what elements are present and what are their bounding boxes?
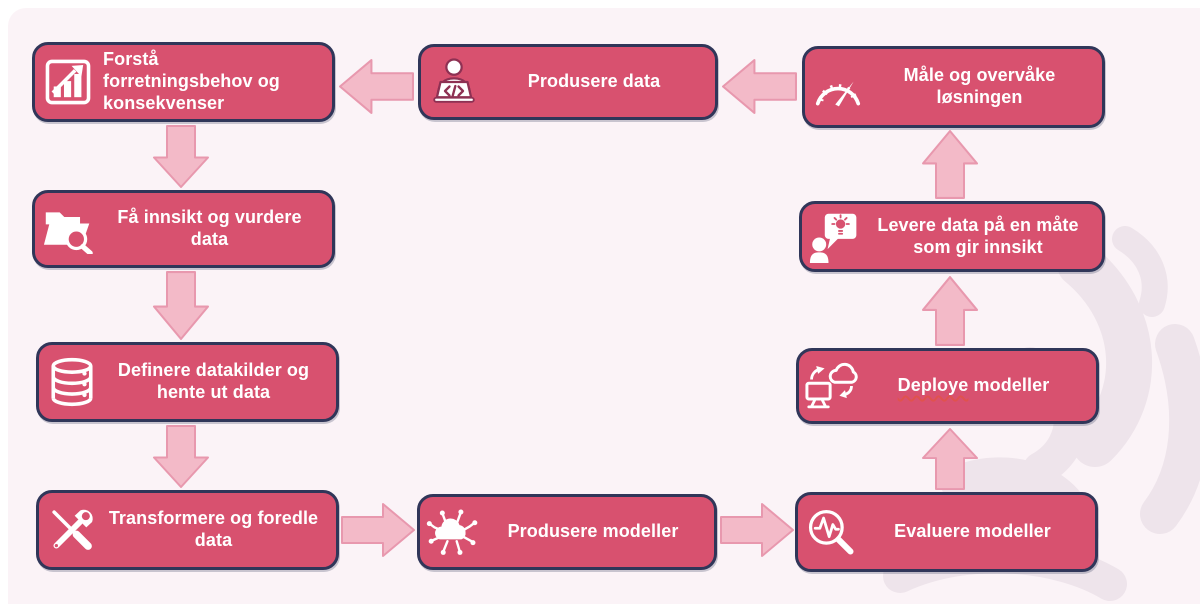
flow-arrow-down-2 <box>152 271 210 340</box>
flow-arrow-down-1 <box>152 125 210 188</box>
cloud-deploy-icon <box>799 360 865 412</box>
folder-search-icon <box>35 204 101 254</box>
flow-arrow-up-1 <box>921 428 979 490</box>
flow-box-label: Transformere og foredle data <box>108 508 319 550</box>
flow-box-label: Definere datakilder og hente ut data <box>117 360 310 402</box>
flow-box-label: Få innsikt og vurdere data <box>117 207 302 249</box>
flow-box-levere-data: Levere data på en måte som gir innsikt <box>799 201 1105 272</box>
ml-network-icon <box>420 506 486 558</box>
flow-box-transformere: Transformere og foredle data <box>36 490 339 570</box>
flow-box-label: Produsere data <box>527 71 661 92</box>
magnifier-pulse-icon <box>798 506 864 558</box>
misspelled-word: Deploye <box>897 375 969 396</box>
flow-box-forsta: Forstå forretningsbehov og konsekvenser <box>32 42 335 122</box>
flow-arrow-right-2 <box>720 502 794 558</box>
flow-box-male-overvake: Måle og overvåke løsningen <box>802 46 1105 128</box>
flow-box-label: Måle og overvåke løsningen <box>903 65 1056 107</box>
flow-arrow-left-2 <box>722 58 797 115</box>
flow-box-produsere-data: Produsere data <box>418 44 718 120</box>
bar-chart-growth-icon <box>35 57 101 107</box>
database-icon <box>39 357 105 407</box>
flow-box-label: Evaluere modeller <box>894 521 1051 542</box>
flow-box-evaluere-modeller: Evaluere modeller <box>795 492 1098 572</box>
developer-laptop-icon <box>421 56 487 108</box>
flow-arrow-up-2 <box>921 276 979 346</box>
flow-box-deploye-modeller: Deploye modeller <box>796 348 1099 424</box>
flow-box-fa-innsikt: Få innsikt og vurdere data <box>32 190 335 268</box>
flow-box-label: Deploye modeller <box>865 375 1096 397</box>
flow-box-label: Forstå forretningsbehov og konsekvenser <box>103 49 280 113</box>
label-rest: modeller <box>973 375 1050 396</box>
person-insight-icon <box>802 211 868 263</box>
flow-box-definere-datakilder: Definere datakilder og hente ut data <box>36 342 339 422</box>
flow-arrow-down-3 <box>152 425 210 488</box>
flow-arrow-right-1 <box>341 502 415 558</box>
tools-icon <box>39 505 105 555</box>
flow-box-label: Levere data på en måte som gir innsikt <box>877 214 1079 257</box>
flow-box-produsere-modeller: Produsere modeller <box>417 494 717 570</box>
gauge-icon <box>805 64 871 110</box>
flow-arrow-up-3 <box>921 130 979 199</box>
flow-box-label: Produsere modeller <box>507 521 679 542</box>
flow-arrow-left-1 <box>339 58 414 115</box>
